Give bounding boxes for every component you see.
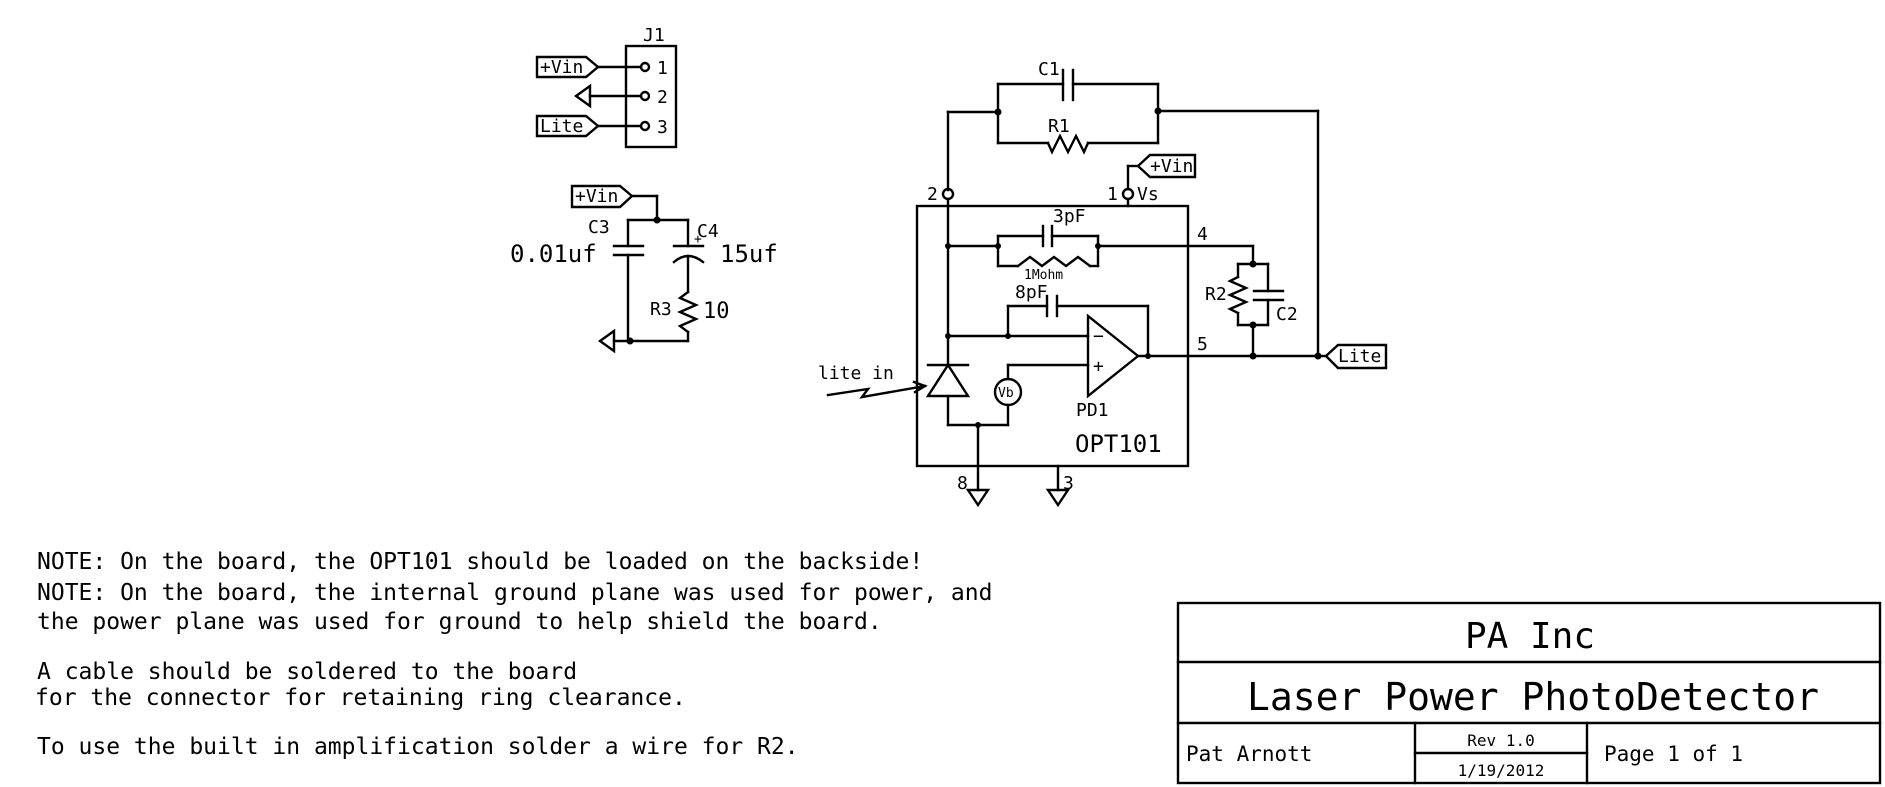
ic-pin-8: 8 <box>957 473 968 494</box>
note-line: the power plane was used for ground to h… <box>37 609 882 635</box>
light-input: lite in <box>818 363 928 399</box>
net-tag-label: +Vin <box>1150 156 1193 177</box>
bias-source-label: Vb <box>998 386 1014 401</box>
ic-ref: PD1 <box>1076 400 1109 421</box>
ground-icon <box>965 488 991 508</box>
r2-ref: R2 <box>1205 284 1227 305</box>
opamp-plus: + <box>1093 356 1104 377</box>
connector-j1: J1 1 +Vin 2 3 Lite <box>535 25 678 149</box>
c2-ref: C2 <box>1276 304 1298 325</box>
light-arrow-icon <box>826 384 927 399</box>
r3-value: 10 <box>703 299 730 324</box>
pin-circle <box>639 61 651 73</box>
note-line: A cable should be soldered to the board <box>37 659 577 685</box>
ic-opt101: 2 1 Vs +Vin 3pF 1Mohm 4 <box>915 153 1320 508</box>
net-tag-vin[interactable]: +Vin <box>570 184 634 209</box>
c4-value: 15uf <box>720 240 778 268</box>
opamp-minus: − <box>1093 326 1104 347</box>
resistor-r2 <box>1227 275 1249 315</box>
ground-icon <box>573 83 592 109</box>
pin-circle <box>639 90 651 102</box>
c4-ref: C4 <box>697 221 719 242</box>
author: Pat Arnott <box>1186 742 1312 766</box>
note-line: NOTE: On the board, the internal ground … <box>37 580 992 606</box>
ic-pin-3: 3 <box>1063 473 1074 494</box>
notes: NOTE: On the board, the OPT101 should be… <box>35 549 992 760</box>
ic-body <box>915 204 1190 468</box>
junction-dot <box>1249 352 1257 360</box>
junction-dot <box>626 337 634 345</box>
net-tag-label: +Vin <box>540 57 583 78</box>
ground-icon <box>597 328 616 354</box>
connector-ref: J1 <box>643 25 665 46</box>
pin-circle <box>1121 187 1135 201</box>
resistor-internal <box>1016 255 1092 268</box>
photodiode-symbol <box>925 362 971 398</box>
page-number: Page 1 of 1 <box>1604 742 1743 766</box>
connector-pin-3: 3 <box>657 117 668 138</box>
ic-part: OPT101 <box>1075 430 1162 458</box>
pin-circle <box>639 120 651 132</box>
net-tag-label: +Vin <box>575 186 618 207</box>
decoupling-network: +Vin C3 0.01uf + C4 15uf R3 10 <box>510 184 778 354</box>
ic-pin-2: 2 <box>927 184 938 205</box>
r3-ref: R3 <box>650 299 672 320</box>
connector-pin-1: 1 <box>657 58 668 79</box>
net-tag-vin[interactable]: +Vin <box>1136 153 1197 179</box>
title-block: PA Inc Laser Power PhotoDetector Pat Arn… <box>1176 601 1882 785</box>
company-name: PA Inc <box>1465 616 1595 657</box>
opamp-symbol <box>1086 313 1140 399</box>
gain-network: R2 C2 Lite <box>1205 244 1388 370</box>
c3-value: 0.01uf <box>510 240 597 268</box>
net-tag-lite[interactable]: Lite <box>535 114 600 138</box>
resistor-r3 <box>677 290 699 334</box>
note-line: To use the built in amplification solder… <box>37 734 799 760</box>
drawing-title: Laser Power PhotoDetector <box>1247 675 1819 719</box>
light-input-label: lite in <box>818 363 894 384</box>
junction-dot <box>1145 353 1151 359</box>
net-tag-vin[interactable]: +Vin <box>535 55 600 79</box>
ic-pin-1-name: Vs <box>1137 184 1159 205</box>
revision: Rev 1.0 <box>1467 731 1534 750</box>
internal-res-value: 1Mohm <box>1024 268 1063 283</box>
date: 1/19/2012 <box>1458 761 1545 780</box>
ic-pin-1: 1 <box>1107 184 1118 205</box>
c4-polarity: + <box>694 232 702 247</box>
net-tag-lite[interactable]: Lite <box>1324 343 1388 370</box>
net-tag-label: Lite <box>1338 346 1381 367</box>
arrow-head <box>912 380 928 394</box>
c1-ref: C1 <box>1038 59 1060 80</box>
connector-pin-2: 2 <box>657 87 668 108</box>
ic-pin-4: 4 <box>1197 224 1208 245</box>
resistor-r1 <box>1046 133 1090 155</box>
ic-pin-5: 5 <box>1197 334 1208 355</box>
ground-icon <box>1045 488 1071 508</box>
internal-cap-value: 3pF <box>1053 206 1086 227</box>
c3-ref: C3 <box>588 217 610 238</box>
note-line: for the connector for retaining ring cle… <box>35 685 686 711</box>
r1-ref: R1 <box>1048 116 1070 137</box>
comp-cap-value: 8pF <box>1015 282 1048 303</box>
net-tag-label: Lite <box>540 116 583 137</box>
external-feedback: C1 R1 <box>946 59 1320 358</box>
note-line: NOTE: On the board, the OPT101 should be… <box>37 549 923 575</box>
